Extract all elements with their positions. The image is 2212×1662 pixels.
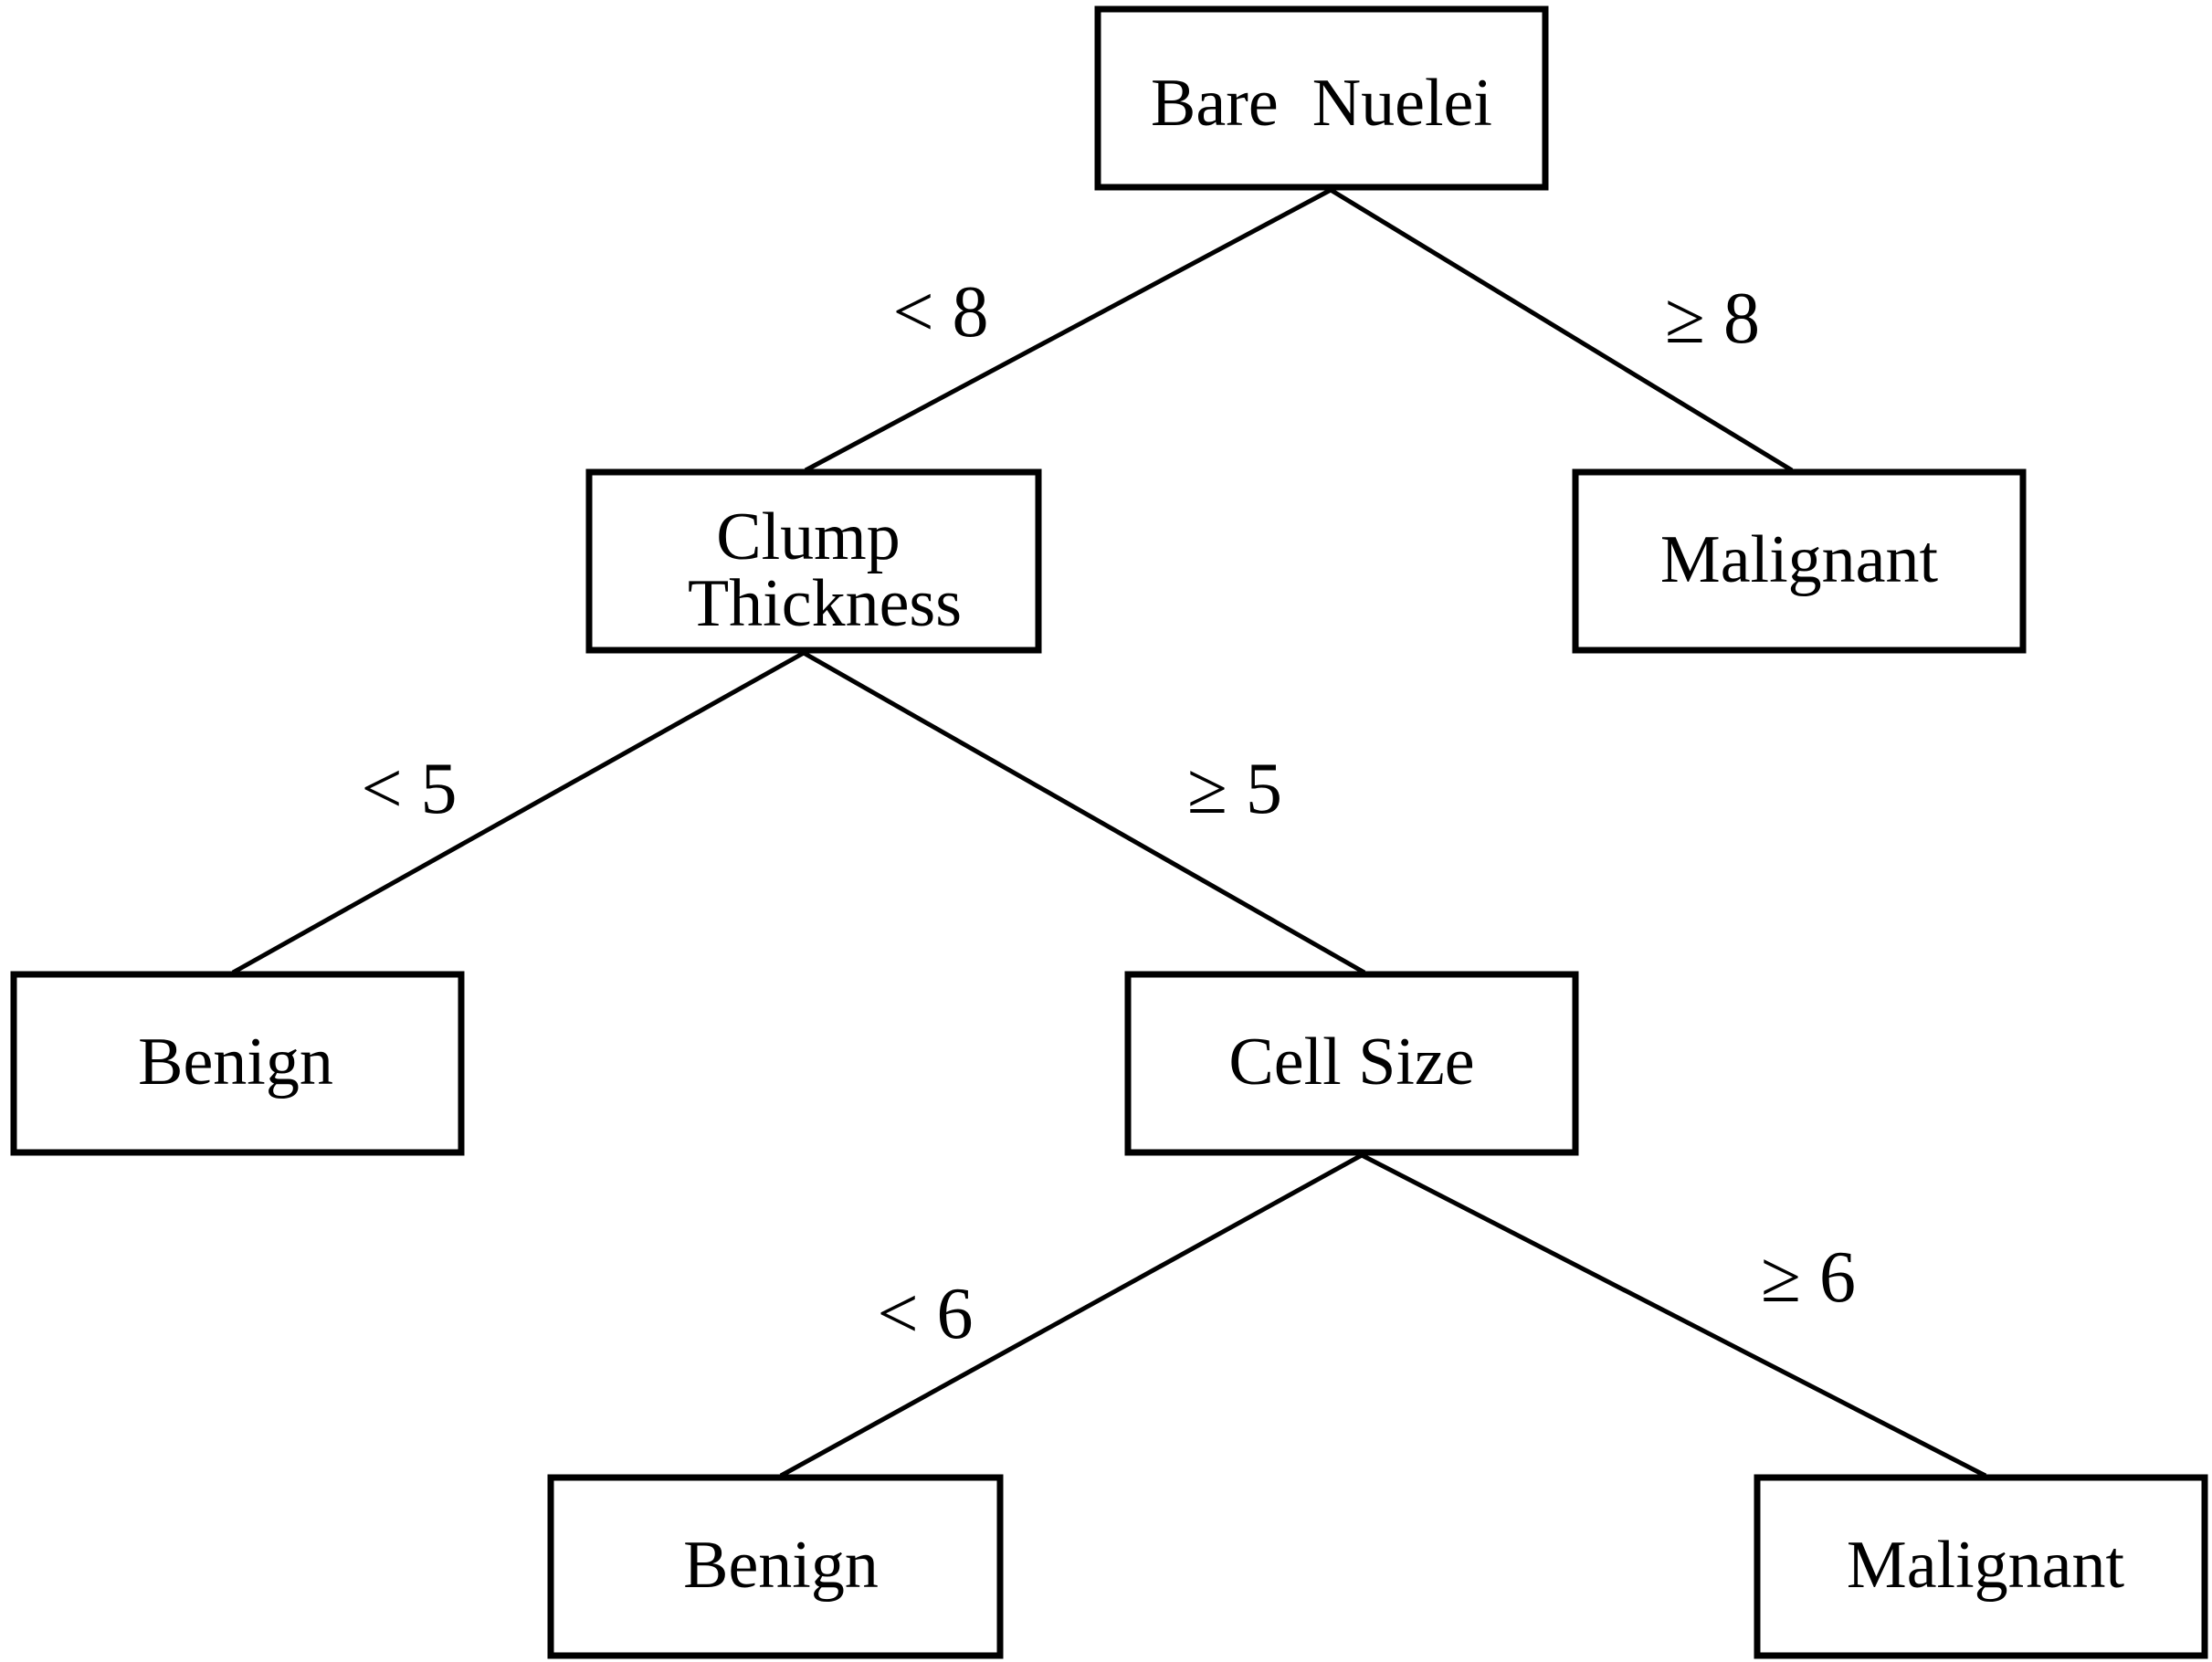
- node-label-clump-thickness-line-1: Clump: [716, 500, 900, 574]
- node-box-cell-size: [1124, 971, 1579, 1156]
- edge-label-cell-size-to-benign-2: < 6: [877, 1274, 973, 1354]
- node-box-benign-2: [547, 1474, 1004, 1659]
- node-label-bare-nuclei: Bare Nuelei: [1151, 66, 1492, 141]
- node-label-benign-2: Benign: [683, 1528, 879, 1603]
- edge-label-cell-size-to-malignant-2: ≥ 6: [1761, 1237, 1856, 1318]
- node-box-bare-nuclei: [1094, 5, 1549, 191]
- node-label-malignant-2: Malignant: [1847, 1528, 2125, 1603]
- edge-label-bare-nuclei-to-clump-thickness: < 8: [892, 272, 988, 352]
- node-benign-1: Benign: [10, 971, 465, 1156]
- edge-label-clump-thickness-to-cell-size: ≥ 5: [1187, 749, 1282, 829]
- edge-clump-thickness-to-cell-size: [802, 650, 1366, 975]
- node-label-benign-1: Benign: [138, 1025, 333, 1099]
- node-label-cell-size: Cell Size: [1228, 1025, 1474, 1099]
- edge-label-clump-thickness-to-benign-1: < 5: [361, 749, 457, 829]
- edge-clump-thickness-to-benign-1: [231, 650, 806, 975]
- edge-label-bare-nuclei-to-malignant-1: ≥ 8: [1665, 279, 1760, 359]
- edge-cell-size-to-benign-2: [779, 1152, 1364, 1478]
- node-box-malignant-1: [1572, 468, 2027, 654]
- node-box-malignant-2: [1754, 1474, 2208, 1659]
- node-box-benign-1: [10, 971, 465, 1156]
- node-cell-size: Cell Size: [1124, 971, 1579, 1156]
- edge-bare-nuclei-to-clump-thickness: [804, 187, 1332, 473]
- node-benign-2: Benign: [547, 1474, 1004, 1659]
- edge-cell-size-to-malignant-2: [1360, 1152, 1987, 1478]
- node-box-clump-thickness: [585, 468, 1042, 654]
- node-bare-nuclei: Bare Nuelei: [1094, 5, 1549, 191]
- node-label-clump-thickness-line-2: Thickness: [688, 566, 962, 641]
- node-malignant-2: Malignant: [1754, 1474, 2208, 1659]
- node-malignant-1: Malignant: [1572, 468, 2027, 654]
- node-label-malignant-1: Malignant: [1660, 522, 1939, 597]
- edge-bare-nuclei-to-malignant-1: [1329, 187, 1794, 473]
